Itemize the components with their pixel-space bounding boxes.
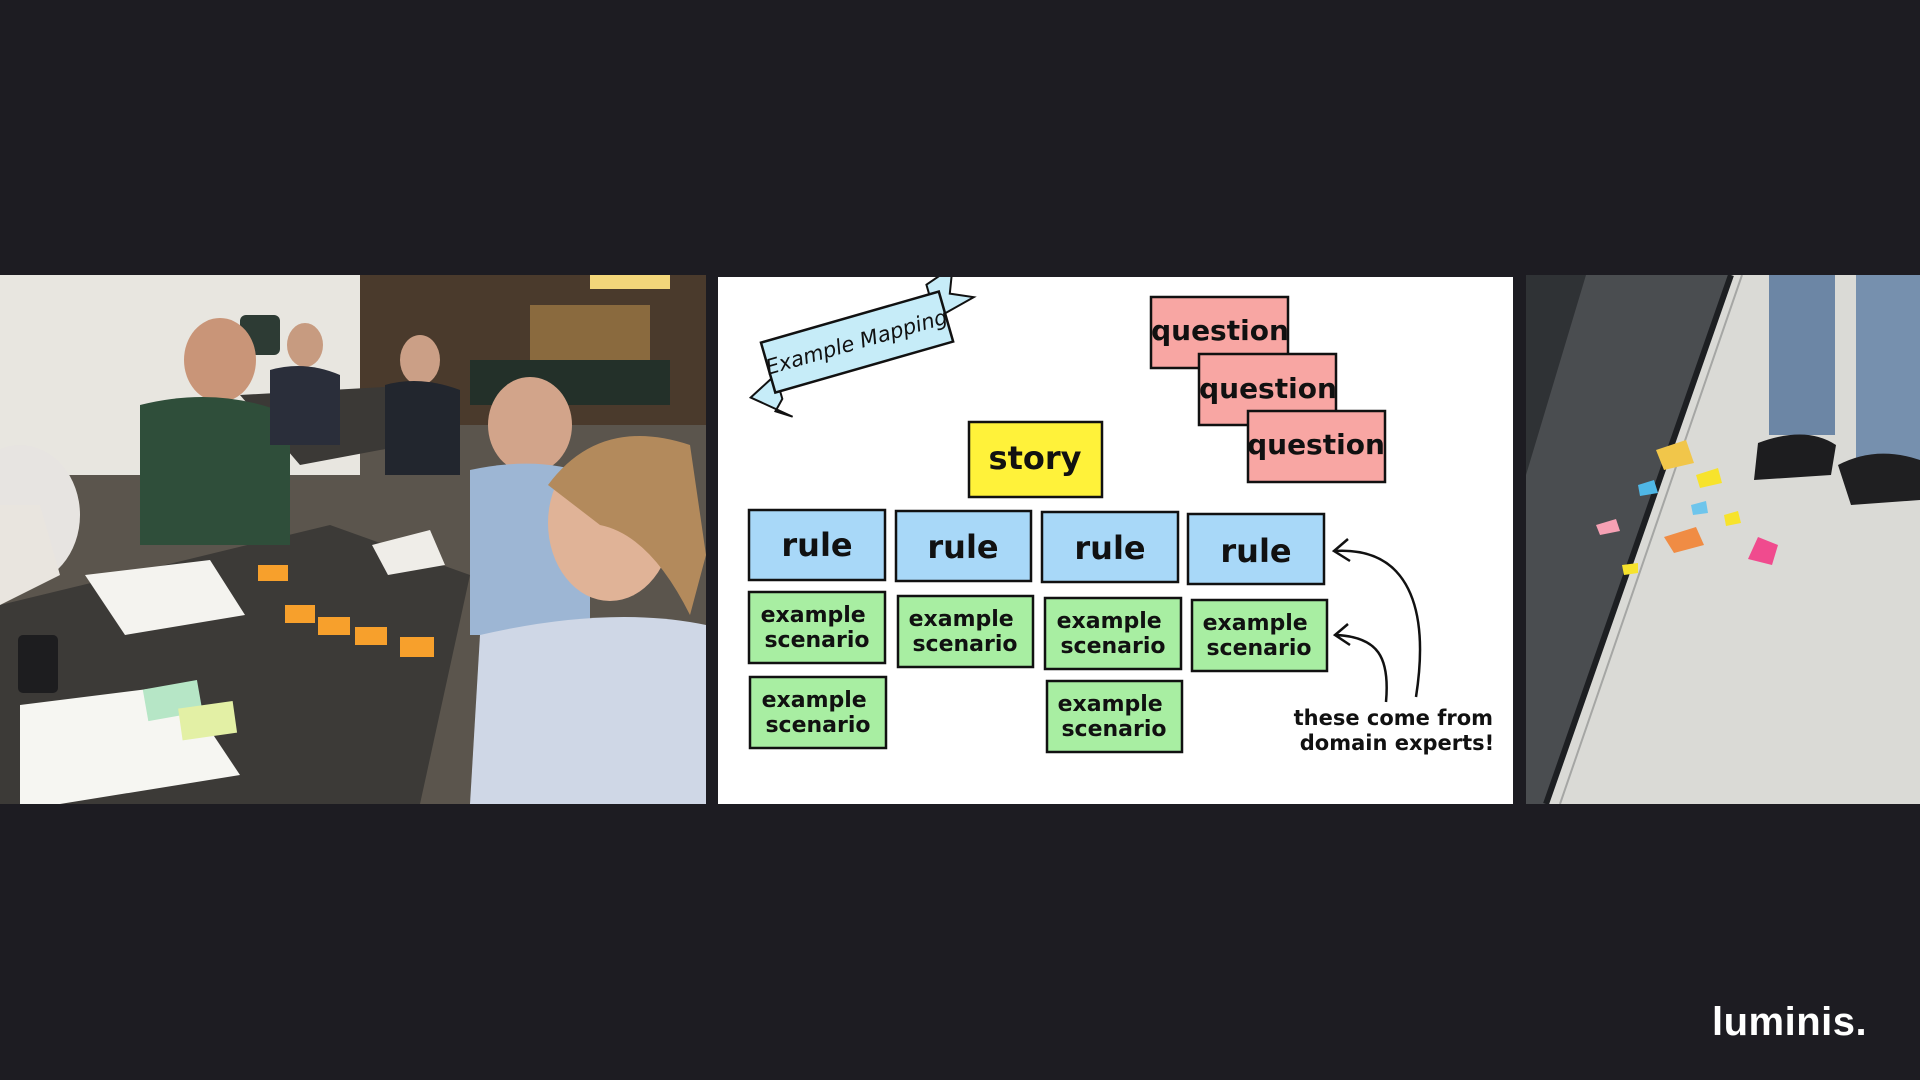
svg-text:example scenario: example scenario [1057, 609, 1170, 659]
example-card-3: example scenario [1043, 596, 1183, 671]
question-card-3: question [1246, 409, 1387, 484]
domain-experts-note: these come from domain experts! [1294, 706, 1501, 755]
rule-card-3: rule [1040, 510, 1180, 584]
rule-card-1: rule [747, 508, 887, 582]
example-line1: example [762, 688, 867, 713]
rule-card-label: rule [1220, 532, 1291, 570]
question-card-1: question [1149, 295, 1290, 370]
example-line2: scenario [1206, 636, 1311, 661]
example-line1: example [1057, 609, 1162, 634]
rule-card-label: rule [1074, 529, 1145, 567]
svg-text:example scenario: example scenario [1203, 611, 1316, 661]
arrow-to-examples [1332, 623, 1388, 703]
question-card-label: question [1247, 428, 1385, 461]
floor-sticky-notes-photo [1526, 275, 1920, 804]
example-line2: scenario [764, 628, 869, 653]
example-line2: scenario [1061, 717, 1166, 742]
example-line1: example [1203, 611, 1308, 636]
svg-text:example scenario: example scenario [762, 688, 875, 738]
example-card-6: example scenario [1045, 679, 1184, 754]
example-line2: scenario [1060, 634, 1165, 659]
example-line1: example [1058, 692, 1163, 717]
rule-card-4: rule [1186, 512, 1326, 586]
svg-text:example scenario: example scenario [909, 607, 1022, 657]
svg-text:example scenario: example scenario [761, 603, 874, 653]
rule-card-label: rule [781, 526, 852, 564]
question-card-label: question [1151, 314, 1289, 347]
question-card-label: question [1199, 372, 1337, 405]
example-card-5: example scenario [748, 675, 888, 750]
example-mapping-diagram: Example Mapping question question questi… [718, 277, 1513, 804]
svg-text:example scenario: example scenario [1058, 692, 1171, 742]
workshop-photo [0, 275, 706, 804]
story-card: story [967, 420, 1104, 499]
example-line1: example [909, 607, 1014, 632]
example-card-1: example scenario [747, 590, 887, 665]
example-line1: example [761, 603, 866, 628]
arrow-to-rules [1331, 538, 1422, 698]
rule-card-2: rule [894, 509, 1033, 583]
example-card-4: example scenario [1190, 598, 1329, 673]
example-line2: scenario [912, 632, 1017, 657]
banner-ribbon: Example Mapping [748, 277, 977, 418]
example-line2: scenario [765, 713, 870, 738]
story-card-label: story [989, 439, 1082, 477]
example-card-2: example scenario [896, 594, 1035, 669]
luminis-logo: luminis. [1712, 1000, 1868, 1044]
rule-card-label: rule [927, 528, 998, 566]
question-card-2: question [1197, 352, 1338, 427]
